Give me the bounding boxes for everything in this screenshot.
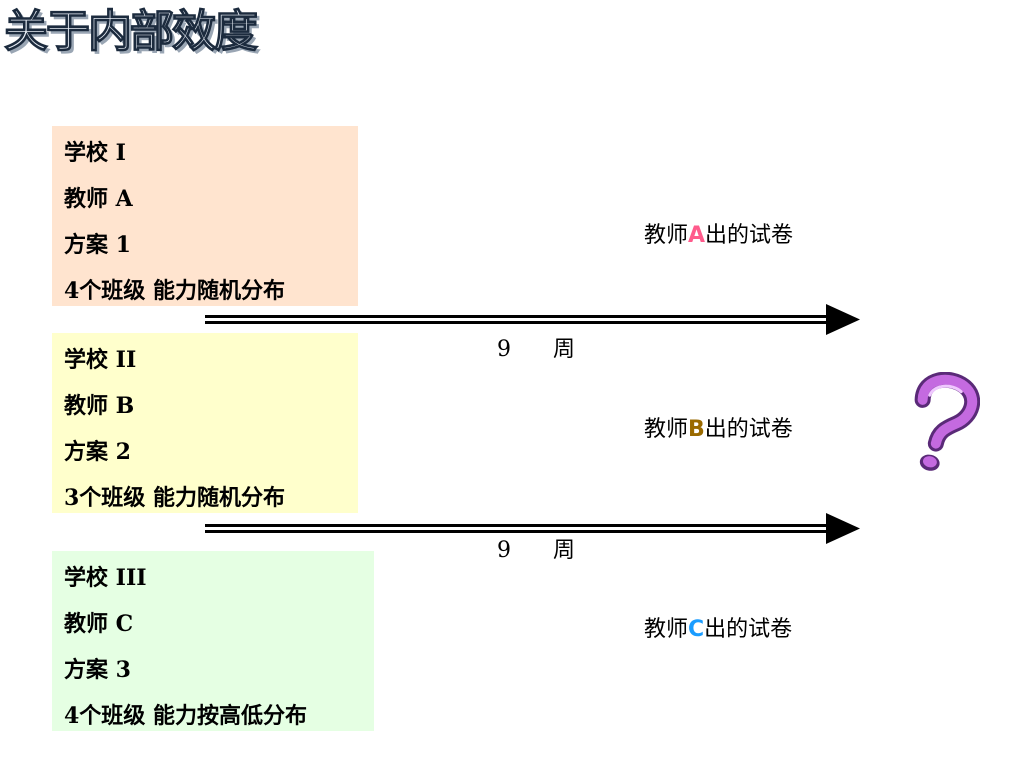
paper-label-c-letter: C <box>688 617 705 642</box>
paper-label-b: 教师B出的试卷 <box>644 416 793 444</box>
page-title: 关于内部效度 <box>3 5 258 57</box>
school-3-box: 学校 III 教师 C 方案 3 4个班级 能力按高低分布 <box>52 551 374 731</box>
timeline-arrow-1 <box>205 304 860 335</box>
paper-label-b-prefix: 教师 <box>644 417 689 442</box>
timeline-arrow-2 <box>205 513 860 544</box>
paper-label-c: 教师C出的试卷 <box>644 616 792 644</box>
question-mark-icon <box>914 372 980 471</box>
paper-label-a: 教师A出的试卷 <box>644 222 793 250</box>
school-3-classes: 4个班级 能力按高低分布 <box>64 703 307 729</box>
school-2-box: 学校 II 教师 B 方案 2 3个班级 能力随机分布 <box>52 333 358 513</box>
paper-label-a-suffix: 出的试卷 <box>705 223 794 248</box>
school-3-name: 学校 III <box>64 565 147 591</box>
school-2-teacher: 教师 B <box>64 393 135 419</box>
paper-label-c-suffix: 出的试卷 <box>704 617 793 642</box>
paper-label-c-prefix: 教师 <box>644 617 689 642</box>
paper-label-a-prefix: 教师 <box>644 223 689 248</box>
school-3-plan: 方案 3 <box>64 657 131 683</box>
paper-label-b-letter: B <box>688 417 705 442</box>
school-2-classes: 3个班级 能力随机分布 <box>64 485 285 511</box>
school-1-name: 学校 I <box>64 140 126 166</box>
school-1-classes: 4个班级 能力随机分布 <box>64 278 285 304</box>
school-1-box: 学校 I 教师 A 方案 1 4个班级 能力随机分布 <box>52 126 358 306</box>
school-1-plan: 方案 1 <box>64 232 131 258</box>
school-3-teacher: 教师 C <box>64 611 134 637</box>
paper-label-b-suffix: 出的试卷 <box>704 417 793 442</box>
duration-1-count: 9 <box>497 337 511 362</box>
paper-label-a-letter: A <box>688 223 706 248</box>
school-2-plan: 方案 2 <box>64 439 131 465</box>
duration-2-unit: 周 <box>553 538 576 563</box>
duration-2-count: 9 <box>497 538 511 563</box>
school-2-name: 学校 II <box>64 347 137 373</box>
duration-1-unit: 周 <box>553 337 576 362</box>
school-1-teacher: 教师 A <box>64 186 133 212</box>
